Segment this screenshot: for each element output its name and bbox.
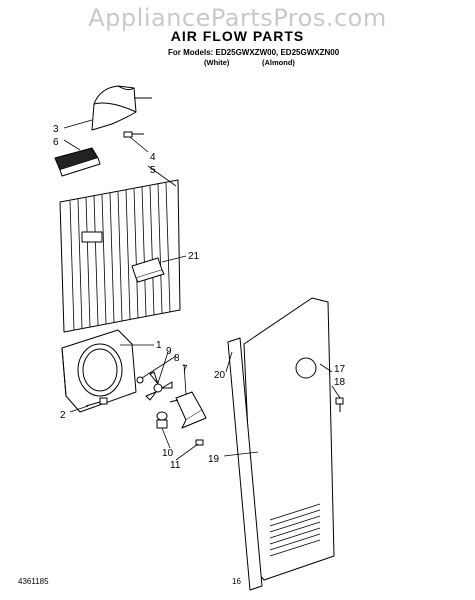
variant-almond: (Almond) [262, 58, 295, 67]
part-label: 11 [170, 460, 181, 471]
fan-shroud [61, 329, 137, 413]
part-label: 3 [53, 124, 59, 135]
part-label: 20 [214, 370, 226, 381]
screw-part-11 [195, 439, 204, 446]
air-duct-cover [91, 85, 152, 131]
fan-motor [169, 391, 207, 429]
rear-panel [243, 297, 335, 581]
gasket-strip [227, 337, 263, 591]
screw-part-4 [123, 131, 144, 138]
part-label: 1 [156, 340, 162, 351]
thermostat-bracket [131, 257, 165, 283]
models-line: For Models: ED25GWXZW00, ED25GWXZN00 [168, 48, 340, 57]
screw-part-2 [85, 397, 108, 407]
grommet [156, 411, 168, 429]
part-label: 18 [334, 377, 346, 388]
evaporator-cover [59, 179, 181, 333]
part-label: 6 [53, 137, 59, 148]
part-label: 7 [182, 364, 188, 375]
part-label: 21 [188, 251, 200, 262]
screw-part-18 [335, 397, 344, 412]
part-label: 5 [150, 165, 156, 176]
part-label: 8 [174, 353, 180, 364]
part-label: 4 [150, 152, 156, 163]
page-number: 16 [232, 577, 241, 586]
leader-lines [63, 119, 341, 461]
part-label: 19 [208, 454, 220, 465]
part-label: 10 [162, 448, 174, 459]
part-label: 2 [60, 410, 66, 421]
watermark: AppliancePartsPros.com [88, 4, 387, 32]
damper-grille [54, 147, 101, 177]
part-label: 17 [334, 364, 346, 375]
part-labels: 3 6 4 5 21 1 9 8 7 20 17 18 2 10 11 19 [53, 124, 346, 471]
doc-number: 4361185 [18, 577, 49, 586]
page-title: AIR FLOW PARTS [170, 28, 305, 44]
fan-blade [136, 371, 173, 401]
variant-white: (White) [204, 58, 230, 67]
part-label: 9 [166, 346, 172, 357]
